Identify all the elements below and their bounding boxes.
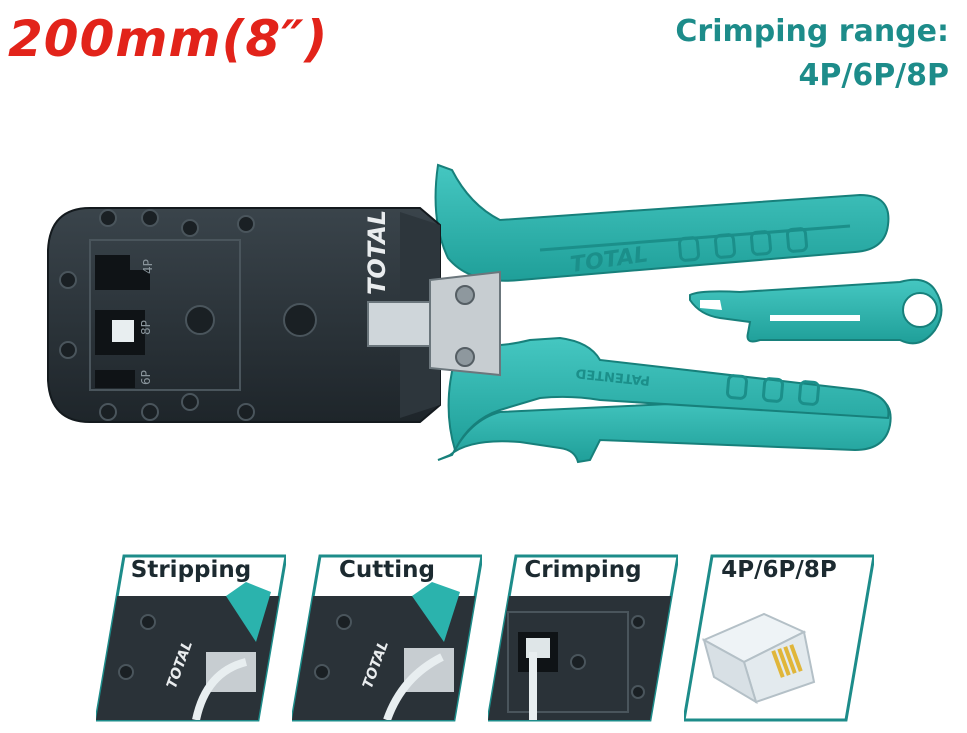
size-title: 200mm(8″) (8, 10, 329, 68)
panel-label-crimping: Crimping (524, 557, 642, 583)
die-label-8p: 8P (139, 320, 153, 335)
stripping-photo-icon: TOTAL (96, 554, 286, 722)
die-label-6p: 6P (139, 370, 153, 385)
crimping-range: Crimping range: 4P/6P/8P (675, 10, 949, 98)
die-label-4p: 4P (141, 259, 155, 274)
cable-stripper (689, 278, 943, 345)
panel-label-stripping: Stripping (130, 557, 252, 583)
panel-label-connector: 4P/6P/8P (721, 557, 837, 583)
panel-stripping: TOTAL Stripping (96, 552, 286, 724)
lower-handle: PATENTED (437, 336, 892, 464)
panel-connector: 4P/6P/8P (684, 552, 874, 724)
tool-head: 4P 8P 6P TOTAL (47, 207, 501, 423)
panel-label-cutting: Cutting (339, 557, 435, 583)
crimping-tool-illustration: TOTAL PATENTED 4P 8P 6P TOTAL (47, 163, 943, 464)
crimping-range-value: 4P/6P/8P (798, 58, 950, 93)
upper-handle: TOTAL (434, 163, 890, 282)
crimping-photo-icon (488, 554, 678, 722)
crimping-range-title: Crimping range: (675, 14, 949, 49)
rj45-connector-photo-icon (684, 554, 874, 722)
feature-panels: TOTAL Stripping TOTAL Cutting (96, 552, 876, 724)
panel-crimping: Crimping (488, 552, 678, 724)
head-brand: TOTAL (363, 210, 391, 295)
panel-cutting: TOTAL Cutting (292, 552, 482, 724)
cutting-photo-icon: TOTAL (292, 554, 482, 722)
